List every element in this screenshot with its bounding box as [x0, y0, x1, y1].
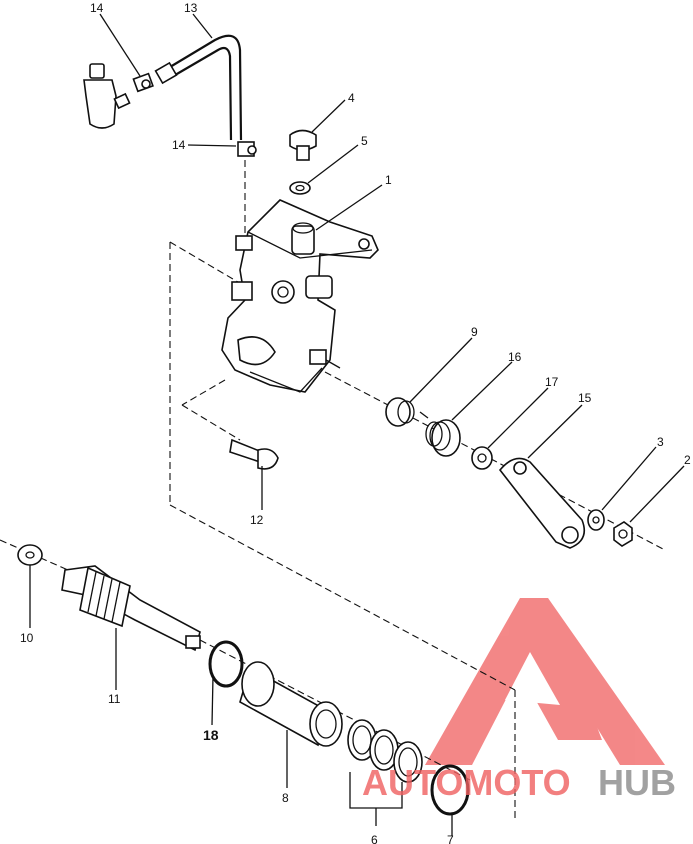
washer-3	[587, 509, 605, 531]
callout-11: 11	[108, 692, 121, 706]
callout-2: 2	[684, 453, 691, 467]
callout-15: 15	[578, 391, 592, 405]
callout-4: 4	[348, 91, 355, 105]
washer-17	[471, 446, 493, 470]
cylinder-8	[239, 661, 343, 747]
callout-14-top: 14	[90, 1, 104, 15]
hose-clamp-lower	[237, 141, 257, 157]
o-ring-7	[430, 764, 470, 816]
o-ring-18	[208, 640, 244, 688]
screw-4	[289, 129, 317, 161]
collar-9	[385, 397, 415, 427]
callout-12: 12	[250, 513, 264, 527]
callout-labels: 14 13 14 4 5 1 9 16 17 15 3 2 12 10 11 1…	[20, 1, 691, 844]
nut-2	[613, 521, 633, 547]
callout-18: 18	[203, 727, 219, 743]
callout-5: 5	[361, 134, 368, 148]
leader-lines	[29, 13, 685, 836]
watermark-text-red: AUTOMOTO	[362, 762, 571, 803]
hose-13	[154, 34, 243, 141]
spring-16	[419, 411, 461, 457]
callout-9: 9	[471, 325, 478, 339]
drive-shaft-11	[61, 565, 201, 652]
hose-clamp-upper	[132, 72, 154, 93]
watermark-text: AUTOMOTO HUB	[362, 762, 676, 803]
bolt-12	[229, 438, 279, 470]
callout-13: 13	[184, 1, 198, 15]
callout-17: 17	[545, 375, 559, 389]
oil-filter-fitting	[83, 63, 131, 129]
callout-10: 10	[20, 631, 34, 645]
watermark-logo	[425, 598, 665, 765]
callout-1: 1	[385, 173, 392, 187]
callout-6: 6	[371, 833, 378, 844]
watermark-text-gray: HUB	[598, 762, 676, 803]
callout-7: 7	[447, 833, 454, 844]
oil-pump-body-1	[221, 199, 379, 393]
callout-3: 3	[657, 435, 664, 449]
washer-5	[289, 181, 311, 195]
callout-16: 16	[508, 350, 522, 364]
shims-6	[347, 719, 423, 826]
callout-14-lower: 14	[172, 138, 186, 152]
callout-8: 8	[282, 791, 289, 805]
lever-15	[498, 457, 586, 549]
washer-10	[17, 544, 43, 566]
